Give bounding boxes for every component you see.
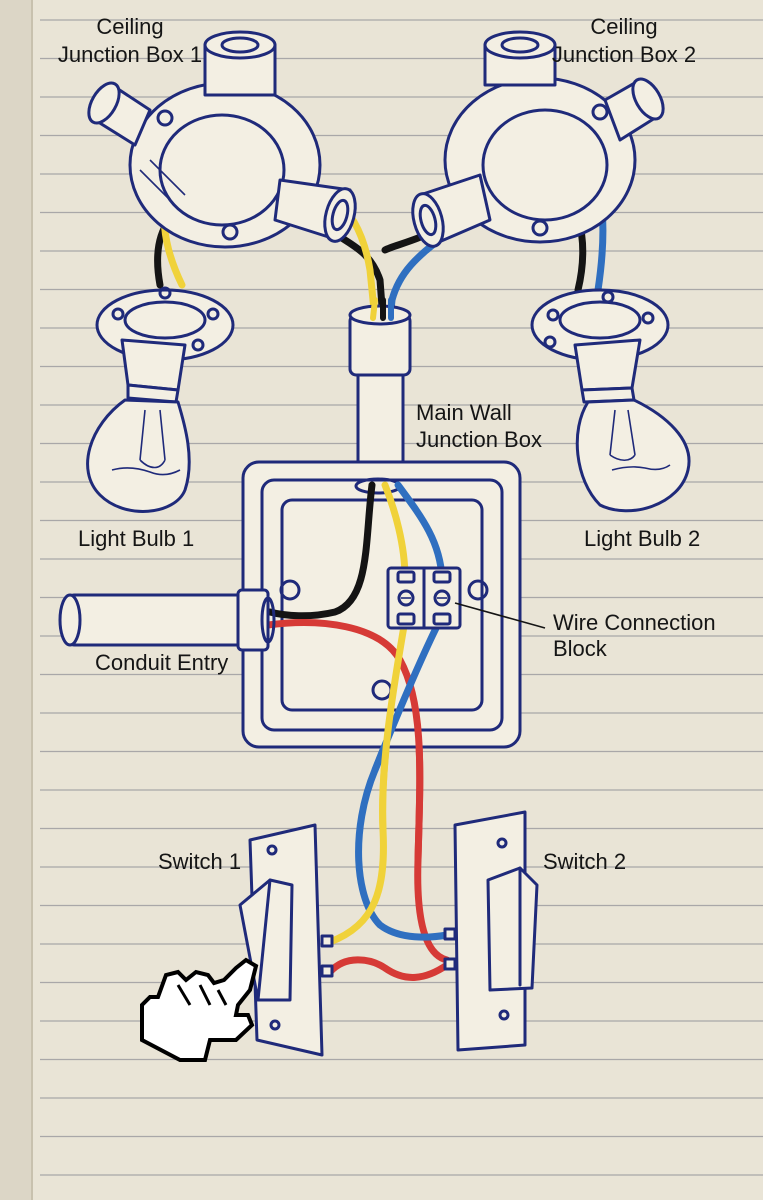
labels: Ceiling Junction Box 1 Ceiling Junction … <box>58 14 716 874</box>
label-conduit-entry: Conduit Entry <box>95 650 228 675</box>
light-bulb-1-icon <box>86 286 235 513</box>
page-edge-shadow <box>0 0 32 1200</box>
wire-connection-block-icon <box>386 566 462 630</box>
label-main-box-line2: Junction Box <box>416 427 542 452</box>
ceiling-junction-box-1-icon <box>87 30 357 249</box>
label-ceiling-box-2-line2: Junction Box 2 <box>552 42 696 67</box>
label-connection-block-line1: Wire Connection <box>553 610 716 635</box>
pointing-hand-cursor-icon <box>140 957 259 1062</box>
main-wall-junction-box-icon <box>241 460 522 749</box>
connection-block-leader-line <box>454 602 546 629</box>
label-switch-2: Switch 2 <box>543 849 626 874</box>
main-box-wires-front <box>264 481 446 864</box>
label-light-bulb-2: Light Bulb 2 <box>584 526 700 551</box>
vertical-conduit-icon <box>348 297 412 472</box>
label-ceiling-box-1-line1: Ceiling <box>96 14 163 39</box>
switch-terminals <box>320 927 457 978</box>
label-switch-1: Switch 1 <box>158 849 241 874</box>
label-ceiling-box-2-line1: Ceiling <box>590 14 657 39</box>
light-bulb-2-icon <box>530 288 691 513</box>
label-ceiling-box-1-line2: Junction Box 1 <box>58 42 202 67</box>
label-main-box-line1: Main Wall <box>416 400 512 425</box>
switch-2-icon <box>453 810 539 1052</box>
conduit-entry-icon <box>58 588 276 652</box>
label-connection-block-line2: Block <box>553 636 608 661</box>
label-light-bulb-1: Light Bulb 1 <box>78 526 194 551</box>
ceiling-junction-box-2-icon <box>411 30 665 248</box>
wire-red-switch-link <box>326 956 451 981</box>
